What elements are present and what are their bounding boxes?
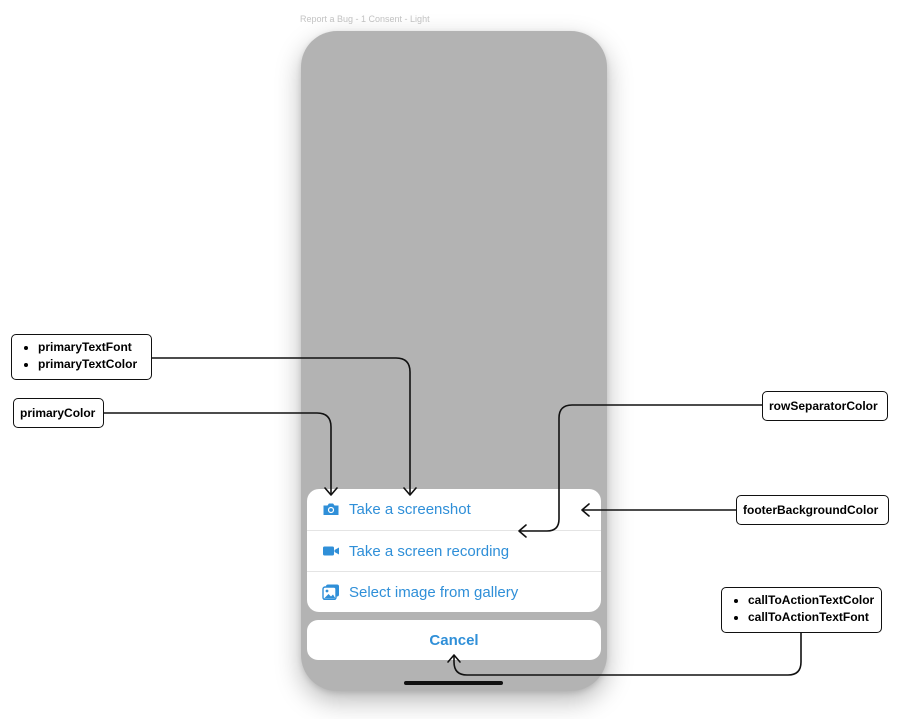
frame-title: Report a Bug - 1 Consent - Light: [300, 14, 430, 24]
select-image-from-gallery-label: Select image from gallery: [349, 584, 519, 601]
primary-color-callout: primaryColor: [13, 398, 104, 428]
video-camera-icon: [323, 546, 339, 556]
camera-icon: [323, 503, 339, 515]
primary-text-callout: primaryTextFont primaryTextColor: [11, 334, 152, 380]
phone-mockup: Take a screenshot Take a screen recordin…: [301, 31, 607, 691]
take-screen-recording-label: Take a screen recording: [349, 543, 510, 560]
primary-text-color-annotation: primaryTextColor: [38, 356, 145, 373]
footer-background-arrowhead: [581, 503, 590, 517]
primary-text-font-annotation: primaryTextFont: [38, 339, 145, 356]
action-sheet: Take a screenshot Take a screen recordin…: [307, 489, 601, 612]
footer-background-color-callout: footerBackgroundColor: [736, 495, 889, 525]
take-screenshot-label: Take a screenshot: [349, 501, 471, 518]
take-screen-recording-option[interactable]: Take a screen recording: [307, 531, 601, 572]
call-to-action-callout: callToActionTextColor callToActionTextFo…: [721, 587, 882, 633]
take-screenshot-option[interactable]: Take a screenshot: [307, 489, 601, 530]
call-to-action-text-color-annotation: callToActionTextColor: [748, 592, 875, 609]
cancel-button[interactable]: Cancel: [307, 620, 601, 660]
call-to-action-text-font-annotation: callToActionTextFont: [748, 609, 875, 626]
row-separator: [307, 571, 601, 572]
call-to-action-connector: [453, 632, 802, 676]
row-separator-color-callout: rowSeparatorColor: [762, 391, 888, 421]
home-indicator: [404, 681, 503, 685]
row-separator: [307, 530, 601, 531]
row-separator-arrowhead: [518, 524, 527, 538]
gallery-icon: [322, 584, 339, 600]
call-to-action-arrowhead: [447, 654, 461, 663]
primary-text-arrowhead: [403, 487, 417, 496]
select-image-from-gallery-option[interactable]: Select image from gallery: [307, 572, 601, 612]
primary-color-connector: [103, 412, 332, 495]
primary-text-connector: [151, 357, 411, 495]
primary-color-arrowhead: [324, 487, 338, 496]
row-separator-connector: [519, 404, 763, 532]
